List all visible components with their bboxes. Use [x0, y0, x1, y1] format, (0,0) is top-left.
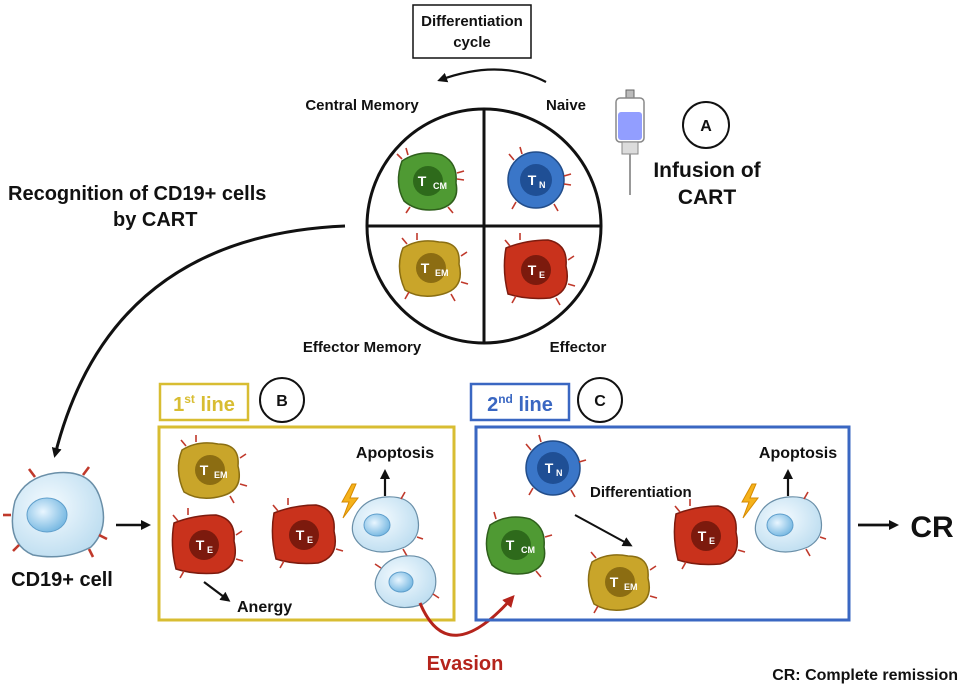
svg-text:N: N: [556, 468, 563, 478]
svg-text:T: T: [196, 537, 205, 553]
cycle-title-line1: Differentiation: [421, 13, 523, 30]
first-line-effector-memory-cell: T EM: [177, 435, 248, 504]
recognition-arrow: [51, 224, 346, 458]
svg-text:T: T: [698, 528, 707, 544]
svg-text:T: T: [418, 173, 427, 189]
quadrant-label-effector: Effector: [550, 339, 607, 356]
recognition-label-line1: Recognition of CD19+ cells: [8, 183, 266, 205]
badge-c: [577, 377, 623, 423]
second-line-effector-memory-cell: T EM: [587, 551, 658, 614]
svg-text:E: E: [709, 536, 715, 546]
badge-b: [259, 377, 305, 423]
cycle-arrow: [437, 68, 547, 83]
svg-text:CM: CM: [433, 181, 447, 191]
svg-text:E: E: [207, 545, 213, 555]
anergy-arrow: [203, 581, 231, 602]
apoptosis-label-second: Apoptosis: [759, 445, 837, 462]
cell-central-memory-cycle: T CM: [396, 147, 465, 214]
svg-text:N: N: [539, 180, 546, 190]
recognition-label-line2: by CART: [113, 209, 197, 231]
infusion-bag-icon: [615, 89, 645, 195]
infusion-label-line2: CART: [678, 186, 736, 209]
badge-b-label: B: [276, 393, 288, 410]
outcome-cr-label: CR: [910, 511, 954, 544]
cell-effector-cycle: T E: [503, 233, 576, 306]
second-line-panel: [474, 425, 851, 622]
svg-text:T: T: [296, 527, 305, 543]
svg-text:T: T: [506, 537, 515, 553]
svg-text:E: E: [539, 270, 545, 280]
evasion-arrow: [418, 595, 515, 637]
svg-text:T: T: [610, 574, 619, 590]
infusion-label-line1: Infusion of: [653, 159, 761, 182]
second-line-naive-cell: T N: [525, 434, 587, 498]
second-line-central-memory-cell: T CM: [485, 511, 553, 578]
second-line-target-cell-apoptosis: [754, 491, 827, 557]
first-line-effector-cell-killer: T E: [271, 498, 344, 569]
first-line-evading-target-cell: [374, 555, 440, 609]
svg-text:T: T: [545, 460, 554, 476]
svg-text:EM: EM: [435, 268, 449, 278]
svg-text:EM: EM: [214, 470, 228, 480]
svg-text:T: T: [528, 262, 537, 278]
svg-text:T: T: [421, 260, 430, 276]
quadrant-label-central-memory: Central Memory: [305, 97, 419, 114]
apoptosis-label-first: Apoptosis: [356, 445, 434, 462]
first-line-effector-cell-anergy: T E: [171, 508, 244, 579]
anergy-label: Anergy: [237, 599, 292, 616]
first-line-target-cell-apoptosis: [351, 491, 424, 557]
badge-a: [682, 101, 730, 149]
differentiation-arrow: [574, 514, 633, 547]
second-line-label-box: [469, 382, 571, 422]
differentiation-label: Differentiation: [590, 484, 692, 501]
cycle-title-line2: cycle: [453, 34, 491, 51]
quadrant-label-naive: Naive: [546, 97, 586, 114]
second-line-label: 2nd line: [487, 392, 553, 416]
first-line-label-box: [158, 382, 250, 422]
svg-text:CM: CM: [521, 545, 535, 555]
cell-effector-memory-cycle: T EM: [398, 233, 469, 302]
evasion-label: Evasion: [427, 653, 504, 675]
second-line-effector-cell: T E: [673, 499, 746, 570]
cell-naive-cycle: T N: [507, 146, 572, 212]
footnote-label: CR: Complete remission: [772, 667, 958, 684]
first-line-label: 1st line: [173, 392, 235, 416]
lightning-icon-first: [341, 483, 359, 519]
badge-c-label: C: [594, 393, 606, 410]
svg-text:E: E: [307, 535, 313, 545]
badge-a-label: A: [700, 118, 712, 135]
cd19-cell-label: CD19+ cell: [11, 569, 113, 591]
cd19-target-cell: [3, 466, 108, 558]
quadrant-label-effector-memory: Effector Memory: [303, 339, 422, 356]
svg-text:T: T: [200, 462, 209, 478]
svg-text:EM: EM: [624, 582, 638, 592]
svg-text:T: T: [528, 172, 537, 188]
lightning-icon-second: [741, 483, 759, 519]
cycle-title-box: [412, 4, 532, 59]
first-line-panel: [157, 425, 456, 622]
